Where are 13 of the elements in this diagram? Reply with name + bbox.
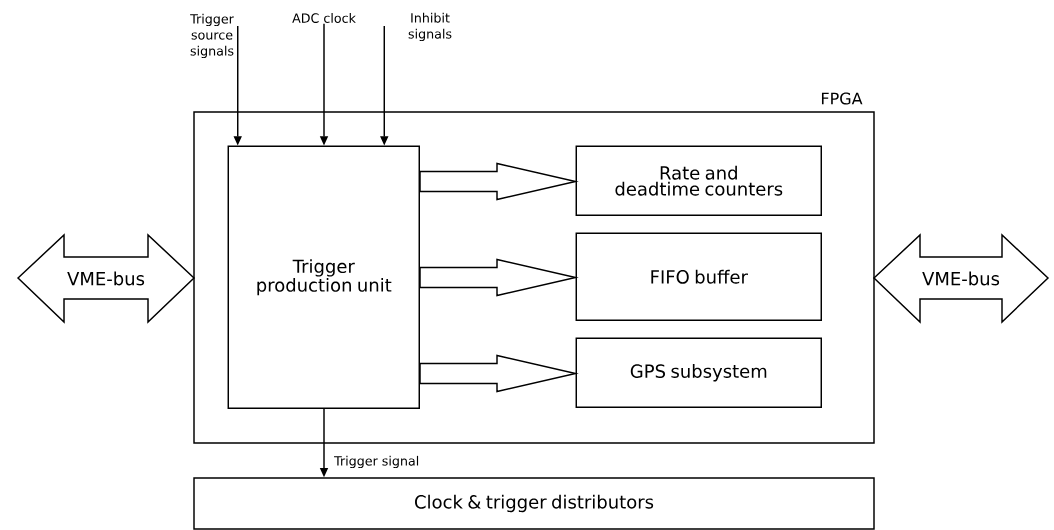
process-box: Trigger production unit xyxy=(227,145,420,409)
signal-label: Trigger source signals xyxy=(190,13,234,59)
block-arrow xyxy=(419,354,579,393)
block-arrow xyxy=(419,162,579,201)
edge-label: Trigger signal xyxy=(334,455,419,469)
signal-label: Inhibit signals xyxy=(408,12,452,42)
process-box: Clock & trigger distributors xyxy=(193,477,875,530)
process-box: Rate and deadtime counters xyxy=(575,145,822,216)
process-box: GPS subsystem xyxy=(575,337,822,408)
process-box: FIFO buffer xyxy=(575,232,822,321)
signal-label: ADC clock xyxy=(292,13,356,23)
block-arrow xyxy=(419,258,579,297)
node-label: FPGA xyxy=(821,92,863,105)
